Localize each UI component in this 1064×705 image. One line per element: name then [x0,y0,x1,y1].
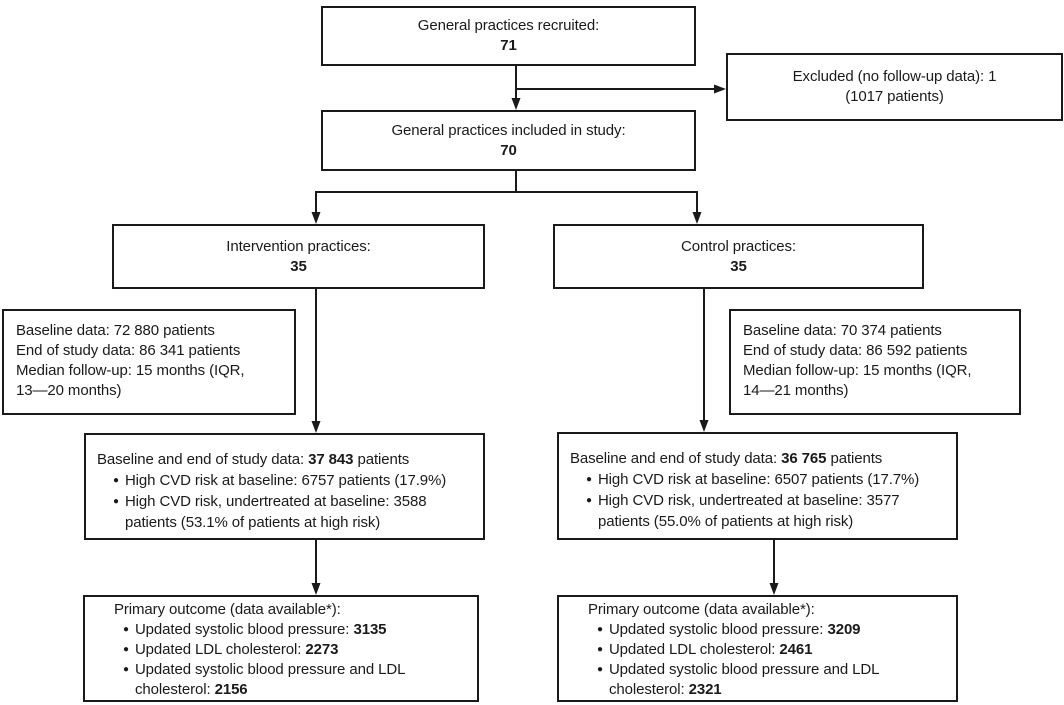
intervention-baseline-info-box: Baseline data: 72 880 patients End of st… [2,309,296,415]
control-outcome-box: Primary outcome (data available*): ● Upda… [557,595,958,702]
bullet-text-wrap: cholesterol: 2156 [85,680,477,700]
bullet-text: cholesterol: [609,681,689,698]
data-bullet: ● High CVD risk at baseline: 6507 patient… [559,469,956,490]
outcome-bullet: ● Updated systolic blood pressure: 3135 [85,620,477,640]
bullet-value: 3135 [353,621,387,638]
data-bullet: ● High CVD risk, undertreated at baseline… [559,490,956,511]
outcome-header: Primary outcome (data available*): [114,601,341,618]
excluded-line2: (1017 patients) [845,88,944,105]
excluded-line1: Excluded (no follow-up data): 1 [792,68,997,85]
outcome-bullet: ● Updated systolic blood pressure: 3209 [559,620,956,640]
data-header-value: 36 765 [781,450,827,467]
bullet-text-wrap: patients (55.0% of patients at high risk… [598,513,854,530]
info-line: Median follow-up: 15 months (IQR, [16,362,245,379]
control-box: Control practices: 35 [553,224,924,289]
outcome-header: Primary outcome (data available*): [588,601,815,618]
data-header-prefix: Baseline and end of study data: [97,451,309,468]
bullet-text: Updated systolic blood pressure: [134,621,354,638]
data-bullet: ● High CVD risk at baseline: 6757 patient… [86,470,483,491]
bullet-text: cholesterol: [135,681,215,698]
bullet-icon: ● [113,496,119,507]
data-header-value: 37 843 [308,451,354,468]
recruited-box: General practices recruited: 71 [321,6,696,66]
info-line: 13—20 months) [16,382,122,399]
outcome-bullet: ● Updated systolic blood pressure and LDL [85,660,477,680]
bullet-icon: ● [597,664,603,675]
data-header-suffix: patients [353,451,410,468]
control-title: Control practices: [681,237,796,255]
excluded-box: Excluded (no follow-up data): 1 (1017 pa… [726,53,1063,121]
bullet-text: Updated systolic blood pressure and LDL [608,661,880,678]
bullet-icon: ● [113,475,119,486]
bullet-text: Updated LDL cholesterol: [608,641,780,658]
bullet-value: 2321 [688,681,722,698]
intervention-box: Intervention practices: 35 [112,224,485,289]
info-line: Median follow-up: 15 months (IQR, [743,362,972,379]
bullet-value: 2461 [779,641,813,658]
data-bullet: ● High CVD risk, undertreated at baseline… [86,491,483,512]
data-header: Baseline and end of study data: 36 765 p… [559,448,956,469]
included-count: 70 [500,141,517,159]
bullet-icon: ● [123,624,129,635]
control-baseline-info-box: Baseline data: 70 374 patients End of st… [729,309,1021,415]
outcome-bullet: ● Updated LDL cholesterol: 2273 [85,640,477,660]
info-line: 14—21 months) [743,382,849,399]
included-box: General practices included in study: 70 [321,110,696,171]
bullet-text: High CVD risk at baseline: 6507 patients… [597,471,920,488]
control-data-box: Baseline and end of study data: 36 765 p… [557,432,958,540]
bullet-icon: ● [586,495,592,506]
intervention-title: Intervention practices: [226,237,371,255]
bullet-icon: ● [123,664,129,675]
info-line: End of study data: 86 341 patients [16,342,241,359]
bullet-text: High CVD risk, undertreated at baseline:… [124,493,427,510]
bullet-text-wrap: cholesterol: 2321 [559,680,956,700]
data-header-prefix: Baseline and end of study data: [570,450,782,467]
bullet-text: Updated systolic blood pressure: [608,621,828,638]
bullet-value: 2273 [305,641,339,658]
control-count: 35 [730,257,747,275]
outcome-bullet: ● Updated systolic blood pressure and LDL [559,660,956,680]
info-line: Baseline data: 70 374 patients [743,322,942,339]
bullet-icon: ● [123,644,129,655]
info-line: Baseline data: 72 880 patients [16,322,215,339]
included-title: General practices included in study: [391,121,626,139]
bullet-value: 2156 [214,681,248,698]
recruited-count: 71 [500,37,517,54]
bullet-text: Updated LDL cholesterol: [134,641,306,658]
bullet-icon: ● [597,624,603,635]
data-header-suffix: patients [826,450,883,467]
bullet-icon: ● [586,474,592,485]
recruited-title: General practices recruited: [417,17,600,34]
intervention-outcome-box: Primary outcome (data available*): ● Upda… [83,595,479,702]
bullet-text: High CVD risk at baseline: 6757 patients… [124,472,447,489]
bullet-text-wrap: patients (53.1% of patients at high risk… [125,514,381,531]
bullet-text: Updated systolic blood pressure and LDL [134,661,406,678]
bullet-text: High CVD risk, undertreated at baseline:… [597,492,900,509]
outcome-bullet: ● Updated LDL cholesterol: 2461 [559,640,956,660]
intervention-data-box: Baseline and end of study data: 37 843 p… [84,433,485,540]
bullet-icon: ● [597,644,603,655]
info-line: End of study data: 86 592 patients [743,342,968,359]
data-header: Baseline and end of study data: 37 843 p… [86,449,483,470]
intervention-count: 35 [290,257,307,275]
bullet-value: 3209 [827,621,861,638]
